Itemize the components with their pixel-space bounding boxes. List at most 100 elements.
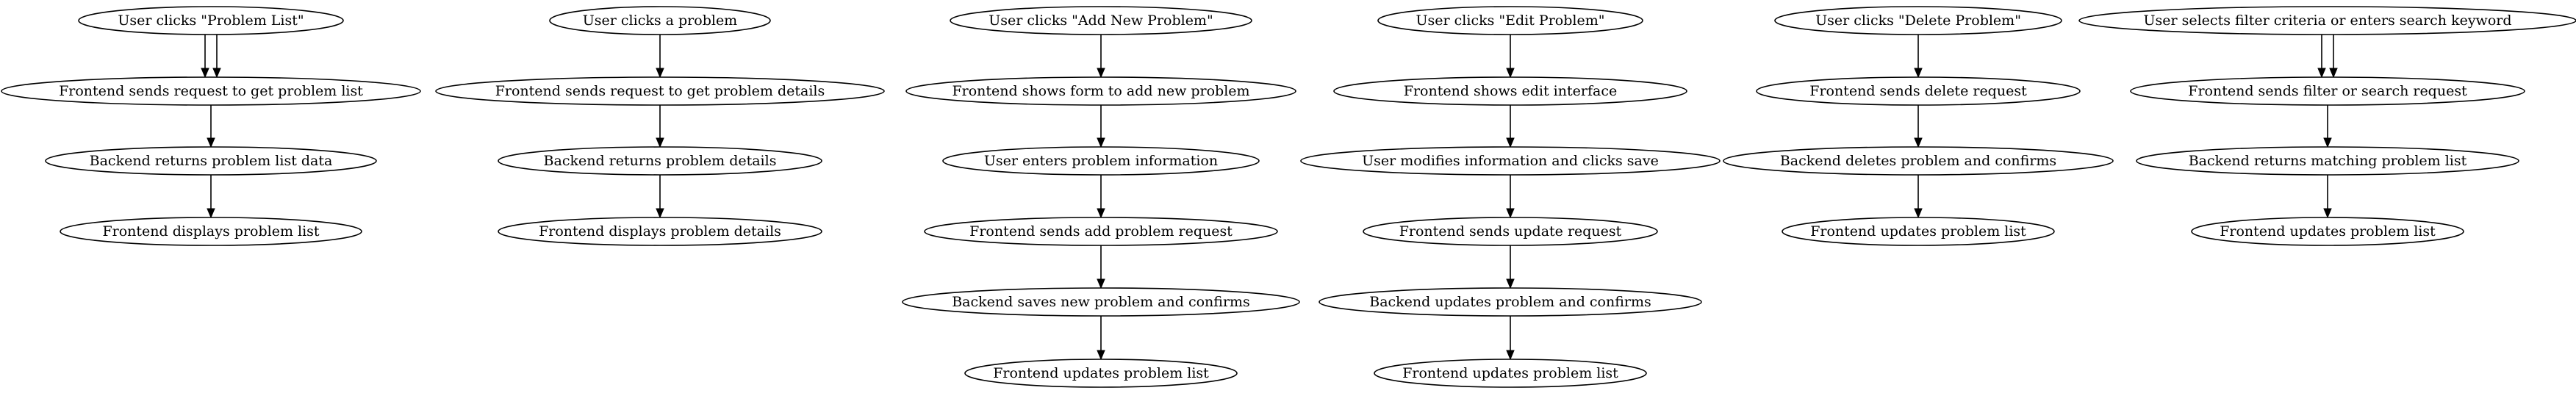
edge-delete-problem-0	[1914, 35, 1923, 79]
edge-edit-problem-0-arrowhead	[1506, 68, 1515, 79]
node-ellipse	[950, 6, 1252, 35]
node-label: Frontend shows form to add new problem	[952, 83, 1249, 99]
node-ellipse	[1363, 217, 1658, 246]
node-label: Frontend displays problem details	[539, 223, 781, 240]
node-label: Frontend shows edit interface	[1404, 83, 1617, 99]
edge-problem-list-0	[201, 35, 221, 79]
node-ellipse	[902, 287, 1300, 317]
flow-node-problem-details-1: Frontend sends request to get problem de…	[435, 76, 885, 106]
flow-node-add-problem-2: User enters problem information	[942, 146, 1260, 176]
node-label: Backend returns problem details	[544, 153, 777, 169]
node-ellipse	[1300, 146, 1721, 176]
flow-node-problem-details-0: User clicks a problem	[549, 6, 771, 35]
flow-column-filter-search: User selects filter criteria or enters s…	[2078, 6, 2576, 246]
edge-add-problem-1-arrowhead	[1097, 137, 1105, 148]
edge-add-problem-0	[1097, 35, 1105, 79]
node-ellipse	[905, 76, 1296, 106]
node-ellipse	[1319, 287, 1702, 317]
edge-filter-search-2	[2323, 175, 2332, 219]
node-ellipse	[78, 6, 344, 35]
node-ellipse	[45, 146, 377, 176]
edge-problem-details-2	[656, 175, 664, 219]
flow-node-delete-problem-1: Frontend sends delete request	[1756, 76, 2081, 106]
node-ellipse	[435, 76, 885, 106]
node-ellipse	[1774, 6, 2062, 35]
edge-problem-details-1	[656, 105, 664, 148]
node-ellipse	[2136, 146, 2519, 176]
flow-node-filter-search-3: Frontend updates problem list	[2191, 217, 2464, 246]
edge-problem-details-2-arrowhead	[656, 208, 664, 219]
node-label: User modifies information and clicks sav…	[1362, 153, 1659, 169]
edge-edit-problem-2-arrowhead	[1506, 208, 1515, 219]
edge-add-problem-3	[1097, 245, 1105, 289]
node-ellipse	[1782, 217, 2055, 246]
node-label: User clicks "Delete Problem"	[1815, 12, 2021, 29]
node-label: Frontend updates problem list	[1402, 365, 1618, 381]
node-ellipse	[1756, 76, 2081, 106]
node-label: User clicks "Add New Problem"	[989, 12, 1213, 29]
node-label: Frontend sends add problem request	[969, 223, 1233, 240]
edge-add-problem-1	[1097, 105, 1105, 148]
node-ellipse	[549, 6, 771, 35]
edge-add-problem-2	[1097, 175, 1105, 219]
flow-node-problem-list-2: Backend returns problem list data	[45, 146, 377, 176]
flow-node-problem-list-1: Frontend sends request to get problem li…	[1, 76, 421, 106]
node-label: Frontend sends request to get problem li…	[59, 83, 363, 99]
flow-node-problem-list-3: Frontend displays problem list	[60, 217, 362, 246]
edge-edit-problem-1-arrowhead	[1506, 137, 1515, 148]
flow-column-delete-problem: User clicks "Delete Problem" Frontend sen…	[1723, 6, 2114, 246]
flow-node-delete-problem-2: Backend deletes problem and confirms	[1723, 146, 2114, 176]
flow-column-edit-problem: User clicks "Edit Problem" Frontend shows…	[1300, 6, 1721, 388]
node-ellipse	[1333, 76, 1687, 106]
node-label: Backend returns problem list data	[90, 153, 333, 169]
edge-add-problem-4-arrowhead	[1097, 350, 1105, 361]
flow-node-edit-problem-2: User modifies information and clicks sav…	[1300, 146, 1721, 176]
flow-node-problem-details-2: Backend returns problem details	[498, 146, 822, 176]
flow-node-edit-problem-5: Frontend updates problem list	[1374, 359, 1647, 388]
edge-filter-search-0	[2317, 35, 2338, 79]
edge-problem-list-2	[207, 175, 215, 219]
edge-problem-list-0-b-arrowhead	[212, 68, 221, 79]
node-label: Frontend displays problem list	[102, 223, 319, 240]
flow-node-filter-search-0: User selects filter criteria or enters s…	[2078, 6, 2576, 35]
flow-node-add-problem-0: User clicks "Add New Problem"	[950, 6, 1252, 35]
node-label: User enters problem information	[984, 153, 1218, 169]
flow-column-problem-list: User clicks "Problem List" Frontend sends…	[1, 6, 421, 246]
edge-filter-search-2-arrowhead	[2323, 208, 2332, 219]
edge-filter-search-1-arrowhead	[2323, 137, 2332, 148]
node-label: Backend saves new problem and confirms	[952, 294, 1250, 310]
edge-edit-problem-3-arrowhead	[1506, 278, 1515, 289]
flow-node-filter-search-2: Backend returns matching problem list	[2136, 146, 2519, 176]
edge-problem-details-0	[656, 35, 664, 79]
flow-node-add-problem-4: Backend saves new problem and confirms	[902, 287, 1300, 317]
edge-edit-problem-3	[1506, 245, 1515, 289]
edge-problem-details-0-arrowhead	[656, 68, 664, 79]
node-label: Frontend sends delete request	[1809, 83, 2027, 99]
flow-node-edit-problem-0: User clicks "Edit Problem"	[1377, 6, 1643, 35]
edge-filter-search-1	[2323, 105, 2332, 148]
edge-add-problem-4	[1097, 316, 1105, 361]
node-label: User clicks "Problem List"	[118, 12, 304, 29]
node-ellipse	[498, 217, 822, 246]
node-ellipse	[2191, 217, 2464, 246]
node-label: Frontend sends update request	[1399, 223, 1622, 240]
flow-node-edit-problem-3: Frontend sends update request	[1363, 217, 1658, 246]
flow-node-filter-search-1: Frontend sends filter or search request	[2130, 76, 2525, 106]
node-ellipse	[498, 146, 822, 176]
edge-problem-list-2-arrowhead	[207, 208, 215, 219]
flow-node-edit-problem-4: Backend updates problem and confirms	[1319, 287, 1702, 317]
edge-add-problem-0-arrowhead	[1097, 68, 1105, 79]
edge-add-problem-2-arrowhead	[1097, 208, 1105, 219]
node-ellipse	[1377, 6, 1643, 35]
node-label: Frontend sends filter or search request	[2188, 83, 2467, 99]
node-ellipse	[942, 146, 1260, 176]
node-ellipse	[60, 217, 362, 246]
node-label: Frontend updates problem list	[993, 365, 1209, 381]
edge-problem-details-1-arrowhead	[656, 137, 664, 148]
edge-delete-problem-0-arrowhead	[1914, 68, 1923, 79]
flow-node-delete-problem-3: Frontend updates problem list	[1782, 217, 2055, 246]
node-label: Backend deletes problem and confirms	[1780, 153, 2056, 169]
edge-delete-problem-1	[1914, 105, 1923, 148]
node-label: Frontend sends request to get problem de…	[495, 83, 825, 99]
